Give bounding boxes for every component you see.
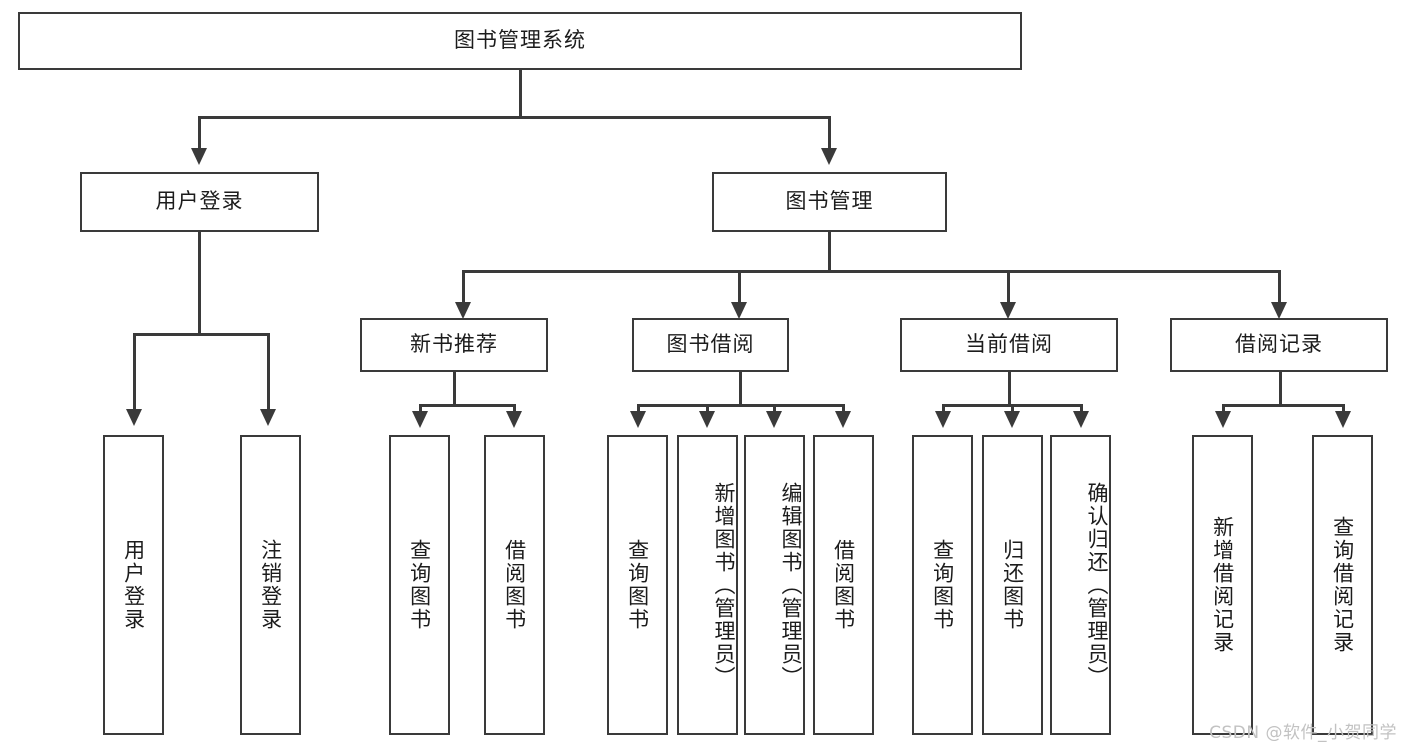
arrow-bm-to-new-book-recommend xyxy=(455,302,471,319)
leaf-logout-label: 注销登录 xyxy=(258,539,283,631)
connector-bm-drop-new-book xyxy=(462,270,465,304)
connector-root-bus xyxy=(198,116,831,119)
node-root-system-label: 图书管理系统 xyxy=(454,28,586,53)
arrow-current-borrow-leaf-1 xyxy=(935,411,951,428)
node-borrow-record-label: 借阅记录 xyxy=(1235,332,1323,357)
node-user-login[interactable]: 用户登录 xyxy=(80,172,319,232)
node-new-book-recommend-label: 新书推荐 xyxy=(410,332,498,357)
connector-user-login-drop-2 xyxy=(267,333,270,411)
arrow-user-login-leaf-2 xyxy=(260,409,276,426)
leaf-borrow-book-1-label: 借阅图书 xyxy=(502,539,527,631)
connector-bm-drop-current-borrow xyxy=(1007,270,1010,304)
connector-bm-drop-borrow-record xyxy=(1278,270,1281,304)
leaf-confirm-return-label: 确认归还（管理员） xyxy=(1085,481,1109,689)
arrow-root-to-book-management xyxy=(821,148,837,165)
leaf-query-book-1-label: 查询图书 xyxy=(407,539,432,631)
connector-new-book-stem xyxy=(453,372,456,406)
arrow-borrow-record-leaf-2 xyxy=(1335,411,1351,428)
connector-user-login-drop-1 xyxy=(133,333,136,411)
node-current-borrow[interactable]: 当前借阅 xyxy=(900,318,1118,372)
csdn-watermark: CSDN @软件_小贺同学 xyxy=(1209,723,1397,743)
arrow-root-to-user-login xyxy=(191,148,207,165)
leaf-query-record-label: 查询借阅记录 xyxy=(1330,516,1355,654)
arrow-user-login-leaf-1 xyxy=(126,409,142,426)
leaf-return-book[interactable]: 归还图书 xyxy=(982,435,1043,735)
node-book-management-label: 图书管理 xyxy=(785,189,874,214)
leaf-add-record[interactable]: 新增借阅记录 xyxy=(1192,435,1253,735)
connector-borrow-record-stem xyxy=(1279,372,1282,406)
leaf-user-login-label: 用户登录 xyxy=(121,539,146,631)
connector-bm-drop-book-borrow xyxy=(738,270,741,304)
arrow-book-borrow-leaf-2 xyxy=(699,411,715,428)
leaf-query-book-1[interactable]: 查询图书 xyxy=(389,435,450,735)
connector-user-login-stem xyxy=(198,232,201,335)
leaf-query-record[interactable]: 查询借阅记录 xyxy=(1312,435,1373,735)
leaf-query-book-3-label: 查询图书 xyxy=(930,539,955,631)
arrow-book-borrow-leaf-1 xyxy=(630,411,646,428)
leaf-edit-book[interactable]: 编辑图书（管理员） xyxy=(744,435,805,735)
arrow-book-borrow-leaf-3 xyxy=(766,411,782,428)
connector-root-to-book-management xyxy=(828,116,831,150)
leaf-edit-book-label: 编辑图书（管理员） xyxy=(779,481,803,689)
node-root-system[interactable]: 图书管理系统 xyxy=(18,12,1022,70)
leaf-query-book-2-label: 查询图书 xyxy=(625,539,650,631)
connector-book-borrow-bus xyxy=(637,404,844,407)
leaf-borrow-book-2-label: 借阅图书 xyxy=(831,539,856,631)
leaf-borrow-book-2[interactable]: 借阅图书 xyxy=(813,435,874,735)
connector-book-management-stem xyxy=(828,232,831,272)
leaf-add-record-label: 新增借阅记录 xyxy=(1210,516,1235,654)
node-book-borrow-label: 图书借阅 xyxy=(666,332,755,357)
arrow-bm-to-borrow-record xyxy=(1271,302,1287,319)
connector-book-borrow-stem xyxy=(739,372,742,406)
arrow-current-borrow-leaf-3 xyxy=(1073,411,1089,428)
arrow-current-borrow-leaf-2 xyxy=(1004,411,1020,428)
connector-root-stem xyxy=(519,70,522,118)
connector-book-management-bus xyxy=(462,270,1280,273)
leaf-confirm-return[interactable]: 确认归还（管理员） xyxy=(1050,435,1111,735)
leaf-add-book[interactable]: 新增图书（管理员） xyxy=(677,435,738,735)
node-borrow-record[interactable]: 借阅记录 xyxy=(1170,318,1388,372)
connector-borrow-record-bus xyxy=(1222,404,1344,407)
leaf-return-book-label: 归还图书 xyxy=(1000,539,1025,631)
arrow-borrow-record-leaf-1 xyxy=(1215,411,1231,428)
leaf-query-book-3[interactable]: 查询图书 xyxy=(912,435,973,735)
arrow-bm-to-book-borrow xyxy=(731,302,747,319)
node-book-management[interactable]: 图书管理 xyxy=(712,172,947,232)
arrow-bm-to-current-borrow xyxy=(1000,302,1016,319)
leaf-user-login[interactable]: 用户登录 xyxy=(103,435,164,735)
leaf-borrow-book-1[interactable]: 借阅图书 xyxy=(484,435,545,735)
leaf-query-book-2[interactable]: 查询图书 xyxy=(607,435,668,735)
node-book-borrow[interactable]: 图书借阅 xyxy=(632,318,789,372)
node-new-book-recommend[interactable]: 新书推荐 xyxy=(360,318,548,372)
arrow-book-borrow-leaf-4 xyxy=(835,411,851,428)
leaf-logout[interactable]: 注销登录 xyxy=(240,435,301,735)
connector-new-book-bus xyxy=(419,404,515,407)
node-current-borrow-label: 当前借阅 xyxy=(965,332,1053,357)
connector-user-login-bus xyxy=(133,333,267,336)
leaf-add-book-label: 新增图书（管理员） xyxy=(712,481,736,689)
arrow-new-book-leaf-1 xyxy=(412,411,428,428)
connector-current-borrow-stem xyxy=(1008,372,1011,406)
connector-root-to-user-login xyxy=(198,116,201,150)
node-user-login-label: 用户登录 xyxy=(155,189,244,214)
arrow-new-book-leaf-2 xyxy=(506,411,522,428)
